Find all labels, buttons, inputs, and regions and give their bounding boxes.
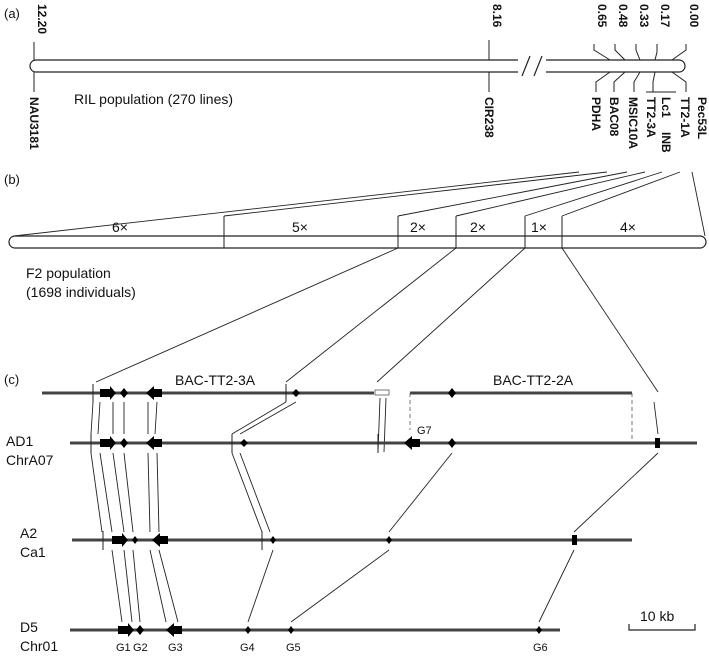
recombinant-count: 1× [531, 219, 547, 235]
recombinant-count: 4× [620, 219, 636, 235]
bac-ticks [92, 384, 287, 402]
ril-markers: NAU3181 CIR238 PDHA BAC08 MSIC10A TT2-3A… [27, 97, 709, 153]
gene-label-g6: G6 [533, 642, 548, 654]
bac-genes [100, 386, 456, 400]
marker-label: MSIC10A [626, 97, 640, 149]
ril-positions: 12.20 8.16 0.65 0.48 0.33 0.17 0.00 [35, 4, 701, 34]
a2-to-d5-lines [111, 549, 575, 623]
recombinant-count: 2× [410, 219, 426, 235]
ad1-label-line2: ChrA07 [6, 452, 54, 468]
position-label: 0.65 [595, 4, 609, 28]
ril-ticks [33, 40, 687, 61]
position-label: 0.48 [616, 4, 630, 28]
panel-label-b: (b) [4, 172, 20, 187]
marker-label: NAU3181 [27, 97, 41, 150]
a2-label-line1: A2 [20, 525, 37, 541]
b-to-c-lines [95, 247, 659, 393]
d5-genes [118, 623, 542, 637]
f2-label-line2: (1698 individuals) [26, 284, 136, 300]
ad1-to-a2-lines [90, 452, 659, 533]
recombinant-count: 5× [292, 219, 308, 235]
gene-label-g7: G7 [417, 425, 432, 437]
scale-bar-label: 10 kb [640, 608, 674, 624]
marker-label: CIR238 [482, 97, 496, 138]
ril-marker-ticks [33, 71, 687, 93]
a2-label-line2: Ca1 [20, 544, 46, 560]
bac2-dashes [409, 393, 633, 440]
f2-chromosome [8, 216, 707, 249]
bac-track [42, 389, 632, 396]
marker-label: TT2-1A [678, 97, 692, 138]
gene-label-g4: G4 [240, 642, 255, 654]
a2-genes [112, 533, 577, 547]
gene-label-g3: G3 [168, 642, 183, 654]
gene-label-g2: G2 [133, 642, 148, 654]
ad1-label-line1: AD1 [6, 433, 33, 449]
marker-label: TT2-3A [644, 97, 658, 138]
marker-label: BAC08 [607, 97, 621, 137]
d5-label-line1: D5 [20, 619, 38, 635]
panel-label-a: (a) [4, 6, 20, 21]
scale-bar: 10 kb [628, 608, 696, 631]
bac-tt2-2a-label: BAC-TT2-2A [493, 372, 574, 388]
ad1-ticks [90, 434, 379, 453]
marker-label: INB [659, 132, 673, 153]
d5-label-line2: Chr01 [20, 638, 58, 654]
ril-chromosome [29, 55, 686, 77]
a-to-b-lines [13, 171, 706, 237]
marker-label: PDHA [589, 97, 603, 131]
a2-ticks [102, 531, 263, 550]
position-label: 0.33 [637, 4, 651, 28]
ril-population-label: RIL population (270 lines) [74, 91, 233, 107]
marker-label: Pec53L [695, 97, 709, 139]
panel-label-c: (c) [4, 372, 19, 387]
recombinant-count: 6× [112, 219, 128, 235]
recombinant-count: 2× [470, 219, 486, 235]
recombinant-counts: 6× 5× 2× 2× 1× 4× [112, 219, 636, 235]
bac-tt2-3a-label: BAC-TT2-3A [175, 372, 256, 388]
position-label: 12.20 [35, 4, 49, 34]
position-label: 0.17 [658, 4, 672, 28]
marker-label: Lc1 [659, 97, 673, 118]
position-label: 8.16 [490, 4, 504, 28]
d5-gene-labels: G1 G2 G3 G4 G5 G6 [116, 642, 548, 654]
ad1-genes [100, 436, 660, 450]
f2-label-line1: F2 population [26, 265, 111, 281]
gene-label-g1: G1 [116, 642, 131, 654]
gene-label-g5: G5 [286, 642, 301, 654]
position-label: 0.00 [687, 4, 701, 28]
